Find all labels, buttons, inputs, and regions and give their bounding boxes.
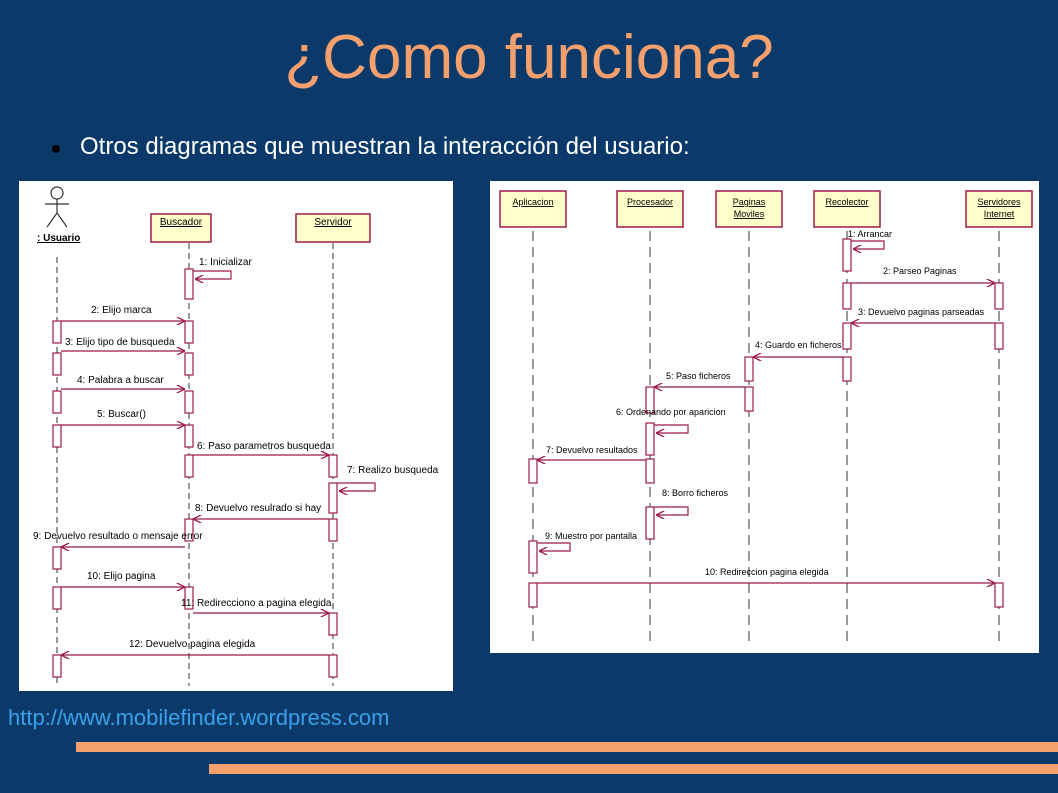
message-label: 8: Borro ficheros bbox=[662, 488, 729, 498]
message-label: 10: Redireccion pagina elegida bbox=[705, 567, 829, 577]
sequence-diagram-left: : Usuario Buscador Servidor bbox=[19, 181, 453, 691]
message-label: 8: Devuelvo resulrado si hay bbox=[195, 503, 321, 514]
object-label-procesador: Procesador bbox=[627, 197, 673, 207]
message-label: 5: Paso ficheros bbox=[666, 371, 731, 381]
message-label: 11: Redirecciono a pagina elegida bbox=[181, 598, 332, 609]
object-box-buscador bbox=[150, 213, 212, 243]
message-label: 9: Muestro por pantalla bbox=[545, 531, 637, 541]
object-box-procesador bbox=[616, 190, 684, 228]
message-label: 9: Devuelvo resultado o mensaje error bbox=[33, 531, 203, 542]
message-label: 7: Realizo busqueda bbox=[347, 465, 439, 476]
message-label: 2: Parseo Paginas bbox=[883, 266, 957, 276]
accent-stripe-bottom bbox=[209, 764, 1058, 774]
object-label-moviles: Moviles bbox=[734, 209, 765, 219]
object-label-buscador: Buscador bbox=[160, 217, 203, 228]
object-box-recolector bbox=[813, 190, 881, 228]
message-label: 3: Devuelvo paginas parseadas bbox=[858, 307, 985, 317]
message-label: 1: Inicializar bbox=[199, 257, 252, 268]
sequence-diagram-right: Aplicacion Procesador Paginas Moviles Re… bbox=[490, 181, 1039, 653]
bullet-text: Otros diagramas que muestran la interacc… bbox=[80, 133, 690, 160]
bullet-dot-icon bbox=[52, 145, 60, 153]
message-label: 3: Elijo tipo de busqueda bbox=[65, 337, 175, 348]
bullet-item: Otros diagramas que muestran la interacc… bbox=[52, 132, 690, 162]
object-box-aplicacion bbox=[499, 190, 567, 228]
actor-label: : Usuario bbox=[37, 233, 80, 244]
object-label-recolector: Recolector bbox=[825, 197, 868, 207]
slide-title: ¿Como funciona? bbox=[284, 23, 774, 92]
object-box-servidores-internet bbox=[965, 190, 1033, 228]
object-label-servidor: Servidor bbox=[314, 217, 352, 228]
source-link[interactable]: http://www.mobilefinder.wordpress.com bbox=[8, 705, 390, 730]
object-label-servidores: Servidores bbox=[977, 197, 1021, 207]
object-label-paginas: Paginas bbox=[733, 197, 766, 207]
object-box-paginas-moviles bbox=[715, 190, 783, 228]
message-label: 6: Paso parametros busqueda bbox=[197, 441, 331, 452]
object-label-aplicacion: Aplicacion bbox=[512, 197, 553, 207]
message-label: 1: Arrancar bbox=[848, 229, 892, 239]
message-label: 6: Ordenando por aparicion bbox=[616, 407, 726, 417]
message-label: 7: Devuelvo resultados bbox=[546, 445, 638, 455]
accent-stripe-top bbox=[76, 742, 1058, 752]
object-box-servidor bbox=[295, 213, 371, 243]
message-label: 12: Devuelvo pagina elegida bbox=[129, 639, 256, 650]
actor-icon bbox=[45, 186, 69, 228]
message-label: 5: Buscar() bbox=[97, 409, 146, 420]
object-label-internet: Internet bbox=[984, 209, 1015, 219]
message-label: 4: Palabra a buscar bbox=[77, 375, 164, 386]
message-label: 10: Elijo pagina bbox=[87, 571, 156, 582]
message-label: 4: Guardo en ficheros bbox=[755, 340, 842, 350]
message-label: 2: Elijo marca bbox=[91, 305, 152, 316]
